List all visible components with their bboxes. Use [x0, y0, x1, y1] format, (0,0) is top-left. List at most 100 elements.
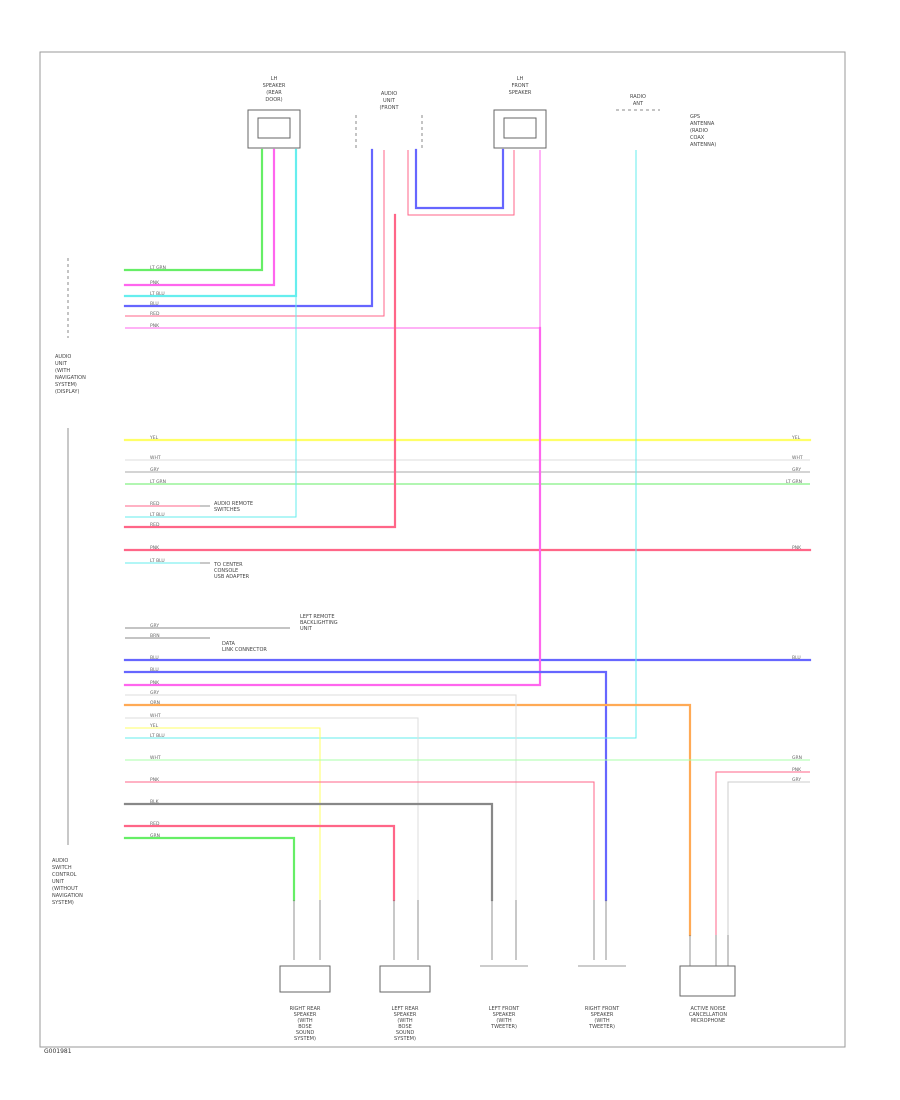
top-label-1: PNK: [150, 280, 160, 286]
right-label-0: YEL: [791, 435, 801, 441]
control-unit-label-0: AUDIO: [55, 354, 71, 360]
bottom-0-line-5: SYSTEM): [294, 1036, 316, 1042]
right-label-2: GRY: [792, 467, 801, 473]
main-wire-labels: YEL WHT GRY LT GRN RED LT BLU RED PNK LT…: [149, 435, 166, 839]
bottom-4-line-0: ACTIVE NOISE: [690, 1006, 725, 1012]
audio-unit-label-0: AUDIO: [52, 858, 68, 864]
wire-top-lt-grn: [123, 148, 264, 272]
audio-unit-label-5: NAVIGATION: [52, 893, 83, 899]
right-label-3: LT GRN: [786, 479, 802, 485]
bottom-0-line-3: BOSE: [298, 1024, 312, 1030]
bottom-2-line-2: (WITH: [496, 1018, 511, 1024]
wire-top-lt-blu: [123, 148, 298, 298]
wire-dspk-lf-blu: [414, 148, 505, 210]
main-label-1: WHT: [150, 455, 161, 461]
figure-id: G001981: [44, 1048, 72, 1055]
control-unit-label-4: SYSTEM): [55, 382, 77, 388]
wire-yel-down: [125, 727, 321, 900]
bottom-4-line-2: MICROPHONE: [691, 1018, 725, 1024]
control-unit-label-3: NAVIGATION: [55, 375, 86, 381]
wire-right-pnk: [715, 771, 810, 935]
main-label-11: BLU: [150, 655, 159, 661]
callouts: AUDIO REMOTE SWITCHES TO CENTER CONSOLE …: [200, 501, 338, 653]
bottom-1-line-0: LEFT REAR: [392, 1006, 419, 1012]
antenna-side-0: GPS: [690, 114, 700, 120]
callout-2-line-0: LEFT REMOTE: [300, 614, 334, 620]
dspk-label-1: UNIT: [383, 98, 396, 104]
wire-pnk-right: [125, 781, 595, 900]
bottom-0-line-0: RIGHT REAR: [290, 1006, 321, 1012]
callout-3-line-0: DATA: [222, 641, 235, 647]
bottom-2-line-3: TWEETER): [490, 1024, 517, 1030]
bottom-4-line-1: CANCELLATION: [689, 1012, 727, 1018]
dspk-label-2: (FRONT: [379, 105, 399, 111]
control-unit-label-5: (DISPLAY): [55, 389, 79, 395]
top-label-0: LT GRN: [150, 265, 166, 271]
bottom-0-line-1: SPEAKER: [294, 1012, 317, 1018]
audio-unit-label-4: (WITHOUT: [52, 886, 79, 892]
main-label-16: WHT: [150, 713, 161, 719]
right-wire-labels: YEL WHT GRY LT GRN PNK BLU GRN PNK GRY: [786, 435, 803, 783]
antenna-side-1: ANTENNA: [690, 121, 715, 127]
bottom-3-line-2: (WITH: [594, 1018, 609, 1024]
callout-2-line-2: UNIT: [300, 626, 313, 632]
control-unit-label-1: UNIT: [55, 361, 68, 367]
diagram-frame: [39, 51, 846, 1048]
wire-red-2: [123, 824, 396, 902]
main-label-12: BLU: [150, 667, 159, 673]
lf-speaker-label-1: FRONT: [511, 83, 529, 89]
rr-speaker-label-0: LH: [271, 76, 278, 82]
wire-antenna-lt-blu: [125, 150, 637, 739]
wire-grn: [123, 836, 296, 902]
bottom-3-line-3: TWEETER): [588, 1024, 615, 1030]
top-label-4: RED: [150, 311, 160, 317]
dspk-component: AUDIO UNIT (FRONT: [355, 91, 423, 150]
wire-top-pnk: [123, 148, 276, 287]
antenna-label-1: ANT: [633, 101, 644, 107]
rr-speaker-component: LH SPEAKER (REAR DOOR): [247, 76, 301, 149]
wire-top-red: [125, 150, 385, 317]
bottom-1-line-3: BOSE: [398, 1024, 412, 1030]
main-label-4: RED: [150, 501, 160, 507]
bottom-3-line-0: RIGHT FRONT: [585, 1006, 620, 1012]
main-label-3: LT GRN: [150, 479, 166, 485]
bottom-0-line-2: (WITH: [297, 1018, 312, 1024]
bottom-2-line-1: SPEAKER: [493, 1012, 516, 1018]
wire-gry-2: [125, 694, 517, 900]
main-label-19: WHT: [150, 755, 161, 761]
wire-pnk-antenna: [123, 326, 542, 687]
bottom-0-line-4: SOUND: [296, 1030, 315, 1036]
main-label-20: PNK: [150, 777, 160, 783]
bottom-connectors: [293, 900, 729, 966]
main-label-8: LT BLU: [150, 558, 165, 564]
right-label-7: PNK: [792, 767, 802, 773]
bottom-components: RIGHT REAR SPEAKER (WITH BOSE SOUND SYST…: [279, 965, 736, 1042]
main-label-17: YEL: [149, 723, 159, 729]
main-label-0: YEL: [149, 435, 159, 441]
top-wire-labels: LT GRN PNK LT BLU BLU RED PNK: [150, 265, 166, 329]
top-label-2: LT BLU: [150, 291, 165, 297]
bottom-1-line-1: SPEAKER: [394, 1012, 417, 1018]
wire-dspk-lf-red: [407, 150, 515, 216]
main-label-21: BLK: [150, 799, 160, 805]
main-label-18: LT BLU: [150, 733, 165, 739]
rr-speaker-label-1: SPEAKER: [263, 83, 286, 89]
lf-speaker-label-2: SPEAKER: [509, 90, 532, 96]
right-label-8: GRY: [792, 777, 801, 783]
right-label-6: GRN: [792, 755, 802, 761]
antenna-label-0: RADIO: [630, 94, 646, 100]
callout-1-line-1: CONSOLE: [214, 568, 238, 574]
callout-1-line-0: TO CENTER: [213, 562, 243, 568]
right-label-1: WHT: [792, 455, 803, 461]
bottom-3-line-1: SPEAKER: [591, 1012, 614, 1018]
audio-unit-label-1: SWITCH: [52, 865, 72, 871]
control-unit-component: AUDIO UNIT (WITH NAVIGATION SYSTEM) (DIS…: [55, 258, 86, 395]
callout-0-line-0: AUDIO REMOTE: [214, 501, 253, 507]
audio-unit-component: AUDIO SWITCH CONTROL UNIT (WITHOUT NAVIG…: [52, 428, 83, 906]
antenna-component: RADIO ANT GPS ANTENNA (RADIO COAX ANTENN…: [616, 94, 716, 148]
lf-speaker-component: LH FRONT SPEAKER: [493, 76, 547, 149]
bottom-1-line-4: SOUND: [396, 1030, 415, 1036]
rr-speaker-label-3: DOOR): [265, 97, 282, 103]
main-label-2: GRY: [150, 467, 159, 473]
